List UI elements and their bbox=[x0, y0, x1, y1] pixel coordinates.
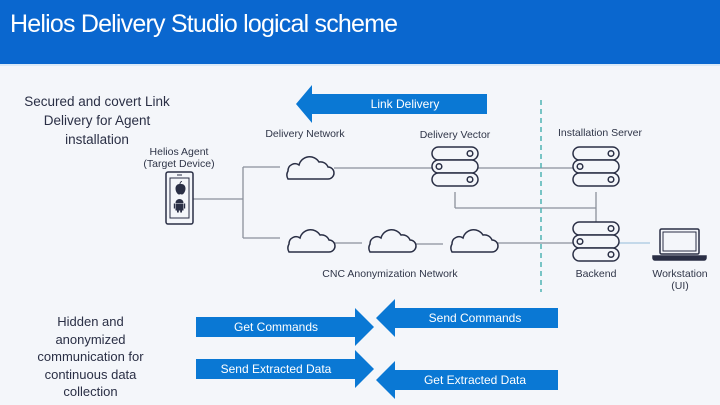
link-delivery-label: Link Delivery bbox=[370, 97, 440, 111]
installation-server-icon bbox=[572, 146, 620, 187]
agent-label-line1: Helios Agent bbox=[149, 146, 209, 158]
delivery-network-cloud-icon bbox=[286, 156, 335, 180]
header-divider bbox=[0, 64, 720, 66]
get-extracted-data-label: Get Extracted Data bbox=[423, 373, 527, 387]
workstation-laptop-icon bbox=[652, 228, 707, 261]
workstation-label-line2: (UI) bbox=[671, 280, 689, 292]
cnc-cloud-icon bbox=[287, 229, 336, 253]
delivery-network-label: Delivery Network bbox=[265, 128, 345, 140]
send-extracted-data-arrow bbox=[196, 350, 374, 388]
get-extracted-data-arrow bbox=[376, 361, 558, 399]
workstation-label: Workstation (UI) bbox=[640, 268, 720, 292]
connection-lines bbox=[193, 166, 650, 245]
installation-server-label: Installation Server bbox=[557, 127, 643, 139]
send-commands-label: Send Commands bbox=[428, 311, 522, 325]
workstation-label-line1: Workstation bbox=[652, 268, 708, 280]
delivery-vector-server-icon bbox=[431, 146, 479, 187]
send-extracted-data-label: Send Extracted Data bbox=[220, 362, 332, 376]
cnc-cloud-icon bbox=[450, 229, 499, 253]
get-commands-label: Get Commands bbox=[233, 320, 319, 334]
link-delivery-arrow bbox=[296, 85, 487, 123]
cnc-cloud-icon bbox=[368, 229, 417, 253]
page-title: Helios Delivery Studio logical scheme bbox=[10, 10, 398, 38]
backend-label: Backend bbox=[575, 268, 617, 280]
cnc-network-label: CNC Anonymization Network bbox=[322, 268, 458, 280]
title-bar: Helios Delivery Studio logical scheme bbox=[0, 0, 720, 64]
send-commands-arrow bbox=[376, 299, 558, 337]
top-section-caption: Secured and covert Link Delivery for Age… bbox=[24, 94, 170, 147]
target-device-phone bbox=[165, 171, 194, 225]
backend-server-icon bbox=[572, 221, 620, 262]
delivery-vector-label: Delivery Vector bbox=[419, 129, 491, 141]
bottom-section-caption: Hidden and anonymized communication for … bbox=[37, 314, 144, 399]
get-commands-arrow bbox=[196, 308, 374, 346]
android-icon bbox=[173, 199, 186, 213]
apple-icon bbox=[175, 181, 186, 195]
agent-label: Helios Agent (Target Device) bbox=[134, 146, 224, 170]
agent-label-line2: (Target Device) bbox=[143, 158, 215, 170]
